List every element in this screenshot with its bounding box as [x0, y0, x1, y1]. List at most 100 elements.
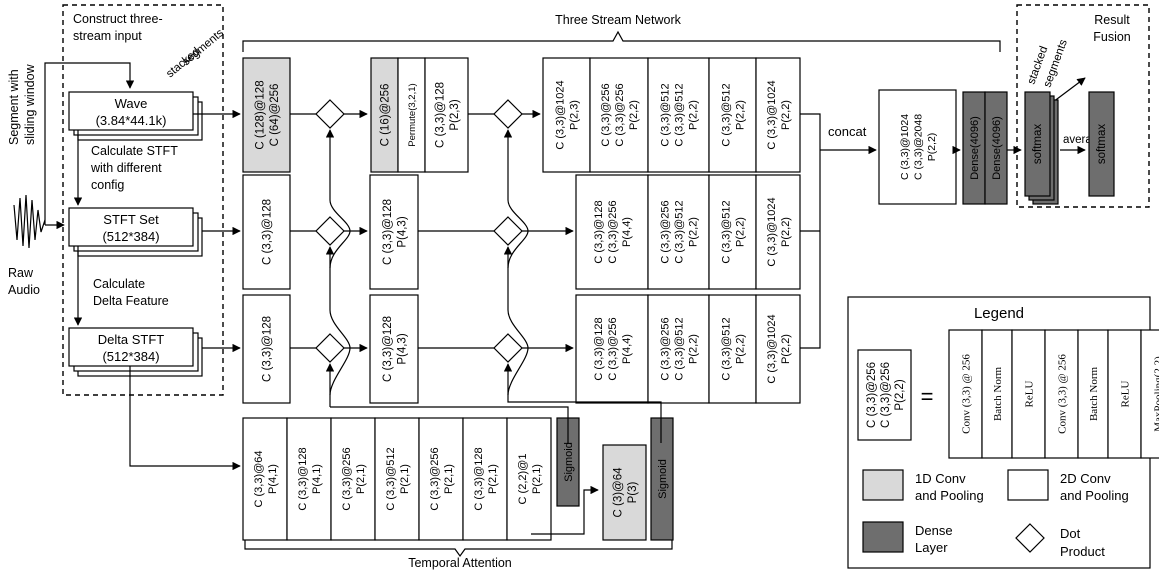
- dense-layer-2: [984, 91, 1008, 205]
- legend-cell: [1011, 329, 1046, 459]
- legend-cell-label: MaxPooling(2,2): [1153, 356, 1159, 432]
- sigmoid-2: [650, 417, 674, 541]
- legend-2d-line2: and Pooling: [1060, 488, 1129, 503]
- wave-2d-conv-layer-label: C (3,3)@128: [434, 82, 446, 148]
- merge-conv-layer: [878, 89, 957, 205]
- attention-conv-layer-label: P(2,1): [531, 464, 543, 494]
- dense-layer-2-label: Dense(4096): [991, 116, 1003, 180]
- delta-tail-layer-label: C (3,3)@256: [659, 317, 671, 380]
- legend-dot-product-icon: [1015, 523, 1045, 553]
- legend-example-line1: C (3,3)@256: [866, 362, 878, 428]
- wave-input-box: [68, 91, 194, 131]
- stft-conv-layer: [242, 174, 291, 290]
- dot-product-icon: [315, 99, 345, 129]
- delta-tail-layer: [647, 294, 710, 404]
- dot-product-icon: [493, 333, 523, 363]
- result-fusion-line2: Fusion: [1093, 30, 1131, 44]
- calc-stft-line1: Calculate STFT: [91, 144, 178, 158]
- calc-delta-line1: Calculate: [93, 277, 145, 291]
- delta-conv-layer-2-label: C (3,3)@128: [382, 316, 394, 382]
- segment-arrow: [44, 62, 135, 225]
- wave-tail-layer-label: P(2,2): [628, 100, 640, 130]
- calc-stft-line3: config: [91, 178, 124, 192]
- wave-size: (3.84*44.1k): [96, 113, 167, 128]
- final-softmax-label: softmax: [1096, 124, 1108, 165]
- permute-label: Permute(3,2,1): [407, 83, 418, 146]
- delta-tail-layer-label: C (3,3)@1024: [766, 314, 778, 383]
- wave-tail-layer-label: C (3,3)@512: [659, 83, 671, 146]
- stft-conv-layer-2: [369, 174, 419, 290]
- merge-conv-layer-label: P(2,2): [926, 133, 938, 162]
- wave-tail-layer: [542, 57, 591, 173]
- legend-cell-label: Conv (3,3) @ 256: [1057, 354, 1069, 434]
- connection-lines: [129, 77, 1086, 535]
- dot-product-icon: [493, 216, 523, 246]
- stft-tail-layer-label: C (3,3)@512: [673, 200, 685, 263]
- legend-cell-label: Batch Norm: [992, 367, 1004, 422]
- legend-dense-line1: Dense: [915, 523, 953, 538]
- sigmoid-2-label: Sigmoid: [657, 459, 669, 499]
- legend-cell: [1077, 329, 1109, 459]
- stft-tail-layer-label: C (3,3)@128: [593, 200, 605, 263]
- delta-tail-layer: [755, 294, 801, 404]
- stft-tail-layer-label: P(2,2): [780, 217, 792, 247]
- wave-tail-layer-label: C (3,3)@1024: [554, 80, 566, 149]
- three-stream-title: Three Stream Network: [555, 13, 681, 27]
- softmax-stack-label: softmax: [1032, 124, 1044, 165]
- attention-1d-conv-layer-label: P(3): [627, 481, 639, 503]
- temporal-brace: [244, 540, 673, 558]
- stft-tail-layer-label: C (3,3)@512: [720, 200, 732, 263]
- wave-tail-layer-label: C (3,3)@256: [600, 83, 612, 146]
- attention-conv-layer-label: P(2,1): [355, 464, 367, 494]
- calc-delta-line2: Delta Feature: [93, 294, 169, 308]
- attention-conv-layer-label: C (3,3)@512: [385, 447, 397, 510]
- legend-cell: [1140, 329, 1159, 459]
- raw-audio-line1: Raw: [8, 266, 34, 280]
- legend-dense-line2: Layer: [915, 540, 948, 555]
- delta-stft-input-box: [68, 327, 194, 367]
- dot-product-nodes: [315, 99, 523, 363]
- delta-tail-layer: [708, 294, 757, 404]
- construct-title-line1: Construct three-: [73, 12, 163, 26]
- calc-stft-line2: with different: [90, 161, 162, 175]
- wave-tail-layer-label: C (3,3)@512: [673, 83, 685, 146]
- delta-tail-layer-label: C (3,3)@512: [720, 317, 732, 380]
- segment-label-line1: Segment with: [7, 69, 21, 145]
- legend-2d-swatch: [1007, 469, 1049, 501]
- delta-tail-layer-label: C (3,3)@256: [607, 317, 619, 380]
- attention-conv-layer: [286, 417, 332, 541]
- legend-example-line3: P(2,2): [894, 379, 906, 410]
- delta-tail-layer-label: P(4,4): [621, 334, 633, 364]
- stft-size: (512*384): [102, 229, 159, 244]
- construct-title-line2: stream input: [73, 29, 142, 43]
- wave-tail-layer-label: P(2,2): [734, 100, 746, 130]
- construct-input-region: [62, 4, 224, 396]
- raw-audio-line2: Audio: [8, 283, 40, 297]
- stft-tail-layer-label: P(2,2): [734, 217, 746, 247]
- stft-tail-layer-label: C (3,3)@1024: [766, 197, 778, 266]
- wave-tail-layer-label: P(2,2): [687, 100, 699, 130]
- attention-conv-layer-label: P(2,1): [487, 464, 499, 494]
- wave-1d-conv-layer-label: C (128)@128: [254, 80, 266, 149]
- attention-conv-layer-label: C (3,3)@256: [429, 447, 441, 510]
- wave-1d-conv-layer-2-label: C (16)@256: [380, 84, 392, 147]
- delta-stft-label: Delta STFT: [98, 332, 165, 347]
- attention-conv-layer-label: P(2,1): [443, 464, 455, 494]
- wave-label: Wave: [115, 96, 148, 111]
- wave-1d-conv-layer: [242, 57, 291, 173]
- attention-conv-layer-label: C (2,2)@1: [517, 454, 529, 505]
- attention-conv-layer: [242, 417, 288, 541]
- stft-conv-layer-2-label: P(4,3): [396, 216, 408, 247]
- softmax-stack: [1024, 91, 1051, 197]
- wave-tail-layer-label: C (3,3)@256: [614, 83, 626, 146]
- segments-label: segments: [180, 27, 226, 68]
- permute-layer: [397, 57, 426, 173]
- result-fusion-line1: Result: [1094, 13, 1130, 27]
- wave-tail-layer: [647, 57, 710, 173]
- stft-tail-layer-label: P(2,2): [687, 217, 699, 247]
- attention-conv-layer-label: P(4,1): [267, 464, 279, 494]
- wave-tail-layer-label: P(2,3): [568, 100, 580, 130]
- stft-tail-layer: [575, 174, 649, 290]
- final-softmax-box: [1088, 91, 1115, 197]
- delta-tail-layer-label: C (3,3)@512: [673, 317, 685, 380]
